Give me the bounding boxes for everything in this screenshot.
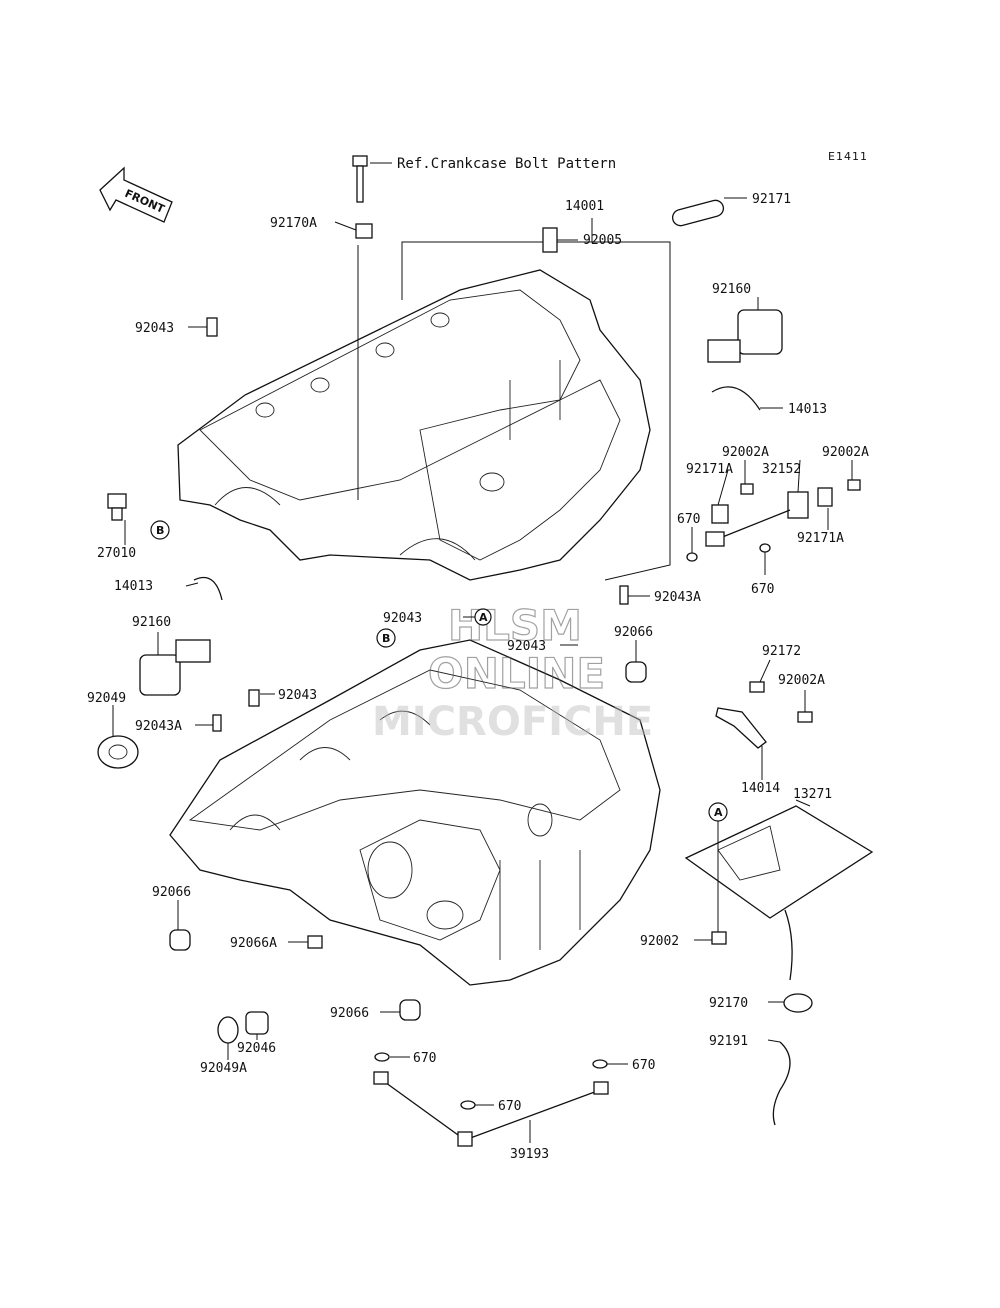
callout-a-upper: A — [474, 608, 492, 626]
part-label-32152: 32152 — [762, 462, 801, 477]
part-label-92170: 92170 — [709, 996, 748, 1011]
part-label-92191: 92191 — [709, 1034, 748, 1049]
watermark-line1: HLSM — [448, 601, 582, 650]
part-label-92171: 92171 — [752, 192, 791, 207]
leader-lines — [112, 197, 853, 1143]
part-label-92002: 92002 — [640, 934, 679, 949]
part-label-92066-left: 92066 — [152, 885, 191, 900]
part-label-14014: 14014 — [741, 781, 780, 796]
part-label-670-a: 670 — [677, 512, 700, 527]
callout-a-lower: A — [708, 802, 728, 822]
part-label-670-d: 670 — [632, 1058, 655, 1073]
small-parts — [97, 199, 874, 1147]
part-label-14013-left: 14013 — [114, 579, 153, 594]
watermark-line3: MICROFICHE — [372, 699, 653, 745]
part-label-92160-top: 92160 — [712, 282, 751, 297]
part-label-14013-right: 14013 — [788, 402, 827, 417]
reference-bolt — [352, 155, 392, 203]
part-labels: 14001 92171 92170A 92005 92160 92043 140… — [87, 192, 869, 1162]
part-label-92171a-left: 92171A — [686, 462, 733, 477]
part-label-13271: 13271 — [793, 787, 832, 802]
svg-text:B: B — [382, 632, 390, 645]
svg-text:B: B — [156, 524, 164, 537]
part-label-670-c: 670 — [413, 1051, 436, 1066]
svg-text:A: A — [714, 806, 723, 819]
part-label-92043a-left: 92043A — [135, 719, 182, 734]
part-label-92066-upper: 92066 — [614, 625, 653, 640]
part-label-27010: 27010 — [97, 546, 136, 561]
svg-text:A: A — [479, 611, 488, 624]
part-label-92002a-c: 92002A — [778, 673, 825, 688]
part-label-92043-left: 92043 — [278, 688, 317, 703]
part-label-92043-top: 92043 — [135, 321, 174, 336]
part-label-670-e: 670 — [498, 1099, 521, 1114]
part-label-92170a: 92170A — [270, 216, 317, 231]
part-label-14001: 14001 — [565, 199, 604, 214]
part-label-92049a: 92049A — [200, 1061, 247, 1076]
watermark-line2: ONLINE — [428, 649, 605, 698]
callout-b-left: B — [376, 628, 396, 648]
part-label-92005: 92005 — [583, 233, 622, 248]
part-label-92049: 92049 — [87, 691, 126, 706]
diagram-code: E1411 — [828, 150, 868, 163]
upper-crankcase — [177, 269, 651, 581]
part-label-92043-mid2: 92043 — [507, 639, 546, 654]
part-label-92160-left: 92160 — [132, 615, 171, 630]
part-label-92002a-b: 92002A — [822, 445, 869, 460]
part-label-92066-bottom: 92066 — [330, 1006, 369, 1021]
part-label-92002a-a: 92002A — [722, 445, 769, 460]
lower-crankcase — [169, 639, 661, 986]
part-label-39193: 39193 — [510, 1147, 549, 1162]
upper-crankcase-bracket — [401, 218, 671, 581]
callout-b-right: B — [150, 520, 170, 540]
part-label-92043a-mid: 92043A — [654, 590, 701, 605]
part-label-92043-mid: 92043 — [383, 611, 422, 626]
reference-note: Ref.Crankcase Bolt Pattern — [397, 156, 616, 172]
part-label-92171a-right: 92171A — [797, 531, 844, 546]
part-label-92172: 92172 — [762, 644, 801, 659]
watermark: HLSM ONLINE MICROFICHE — [372, 600, 653, 745]
part-label-670-b: 670 — [751, 582, 774, 597]
part-label-92046: 92046 — [237, 1041, 276, 1056]
front-arrow-icon: FRONT — [99, 166, 173, 223]
part-label-92066a: 92066A — [230, 936, 277, 951]
